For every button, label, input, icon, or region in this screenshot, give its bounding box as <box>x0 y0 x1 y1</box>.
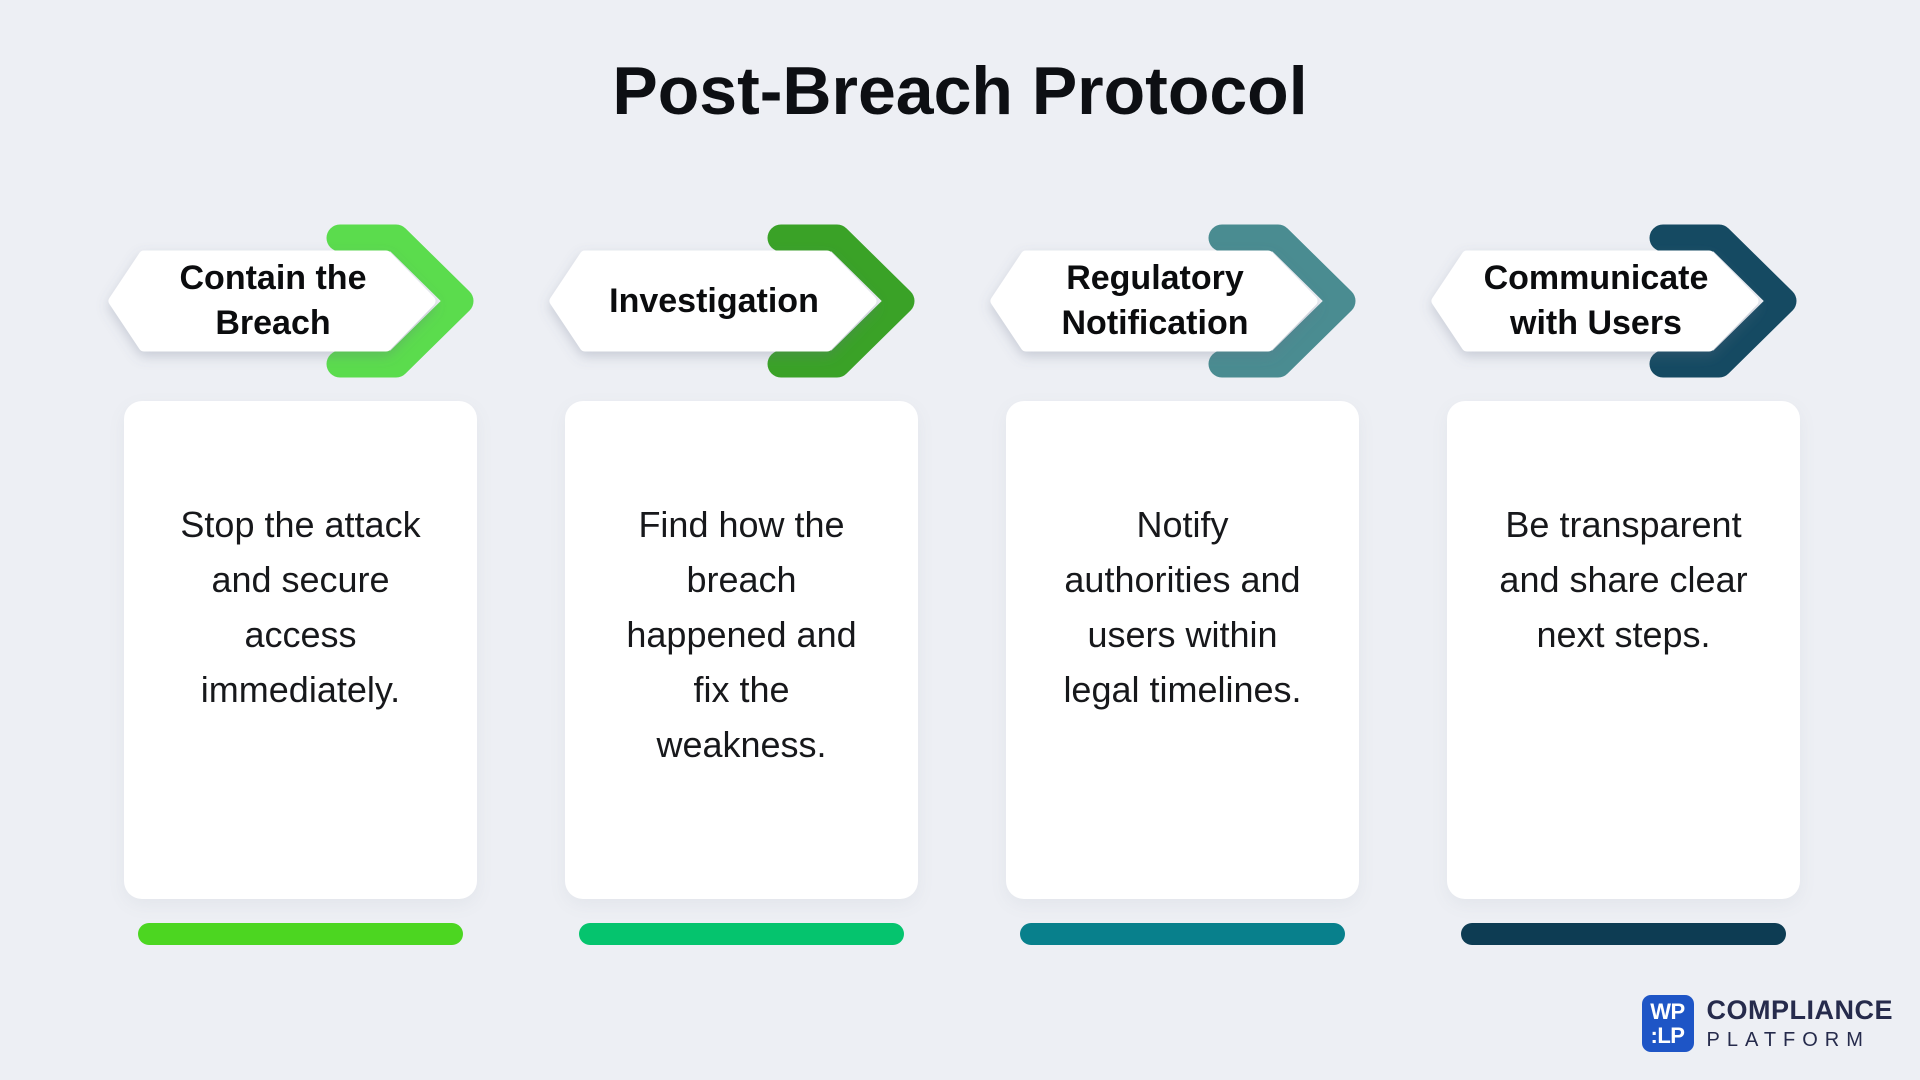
step-underline-bar <box>1461 923 1786 945</box>
brand-logo: WP :LP COMPLIANCE PLATFORM <box>1641 995 1894 1052</box>
step-arrow-graphic <box>549 224 915 378</box>
step-description: Find how the breach happened and fix the… <box>626 504 857 765</box>
brand-name: COMPLIANCE <box>1706 995 1893 1025</box>
step-description: Be transparent and share clear next step… <box>1499 504 1748 655</box>
step-card: Notify authorities and users within lega… <box>1006 401 1359 899</box>
page-title: Post-Breach Protocol <box>612 53 1308 129</box>
brand-logo-text: COMPLIANCE PLATFORM <box>1707 995 1894 1052</box>
step-description: Stop the attack and secure access immedi… <box>180 504 421 710</box>
logo-mark-line2: :LP <box>1650 1022 1685 1048</box>
chevron-arrow-icon <box>1208 224 1356 378</box>
step-column-contain-breach: Contain the Breach Stop the attack and s… <box>108 216 477 945</box>
step-column-communicate-users: Communicate with Users Be transparent an… <box>1431 216 1800 945</box>
step-arrow-graphic <box>1431 224 1797 378</box>
step-label: Investigation <box>609 281 819 320</box>
step-header: Investigation <box>549 216 931 386</box>
chevron-arrow-icon <box>1649 224 1797 378</box>
step-label: Contain the Breach <box>179 259 367 342</box>
wplp-logo-icon: WP :LP <box>1641 995 1694 1052</box>
brand-subtitle: PLATFORM <box>1706 1029 1870 1051</box>
step-card: Be transparent and share clear next step… <box>1447 401 1800 899</box>
step-underline-bar <box>138 923 463 945</box>
step-description: Notify authorities and users within lega… <box>1063 504 1302 710</box>
chevron-arrow-icon <box>767 224 915 378</box>
step-column-regulatory-notification: Regulatory Notification Notify authoriti… <box>990 216 1359 945</box>
step-header: Contain the Breach <box>108 216 490 386</box>
step-label: Communicate with Users <box>1483 259 1709 342</box>
step-header: Communicate with Users <box>1431 216 1813 386</box>
step-underline-bar <box>579 923 904 945</box>
arrow-banner-shape <box>1431 250 1759 352</box>
step-arrow-graphic <box>990 224 1356 378</box>
logo-mark-line1: WP <box>1650 998 1685 1024</box>
arrow-banner-shape <box>990 250 1318 352</box>
arrow-banner-shape <box>108 250 436 352</box>
chevron-arrow-icon <box>326 224 474 378</box>
step-header: Regulatory Notification <box>990 216 1372 386</box>
arrow-banner-shape <box>549 250 877 352</box>
step-underline-bar <box>1020 923 1345 945</box>
step-card: Stop the attack and secure access immedi… <box>124 401 477 899</box>
step-card: Find how the breach happened and fix the… <box>565 401 918 899</box>
steps-grid: Contain the Breach Stop the attack and s… <box>108 216 1800 945</box>
step-column-investigation: Investigation Find how the breach happen… <box>549 216 918 945</box>
step-arrow-graphic <box>108 224 474 378</box>
step-label: Regulatory Notification <box>1061 259 1249 342</box>
